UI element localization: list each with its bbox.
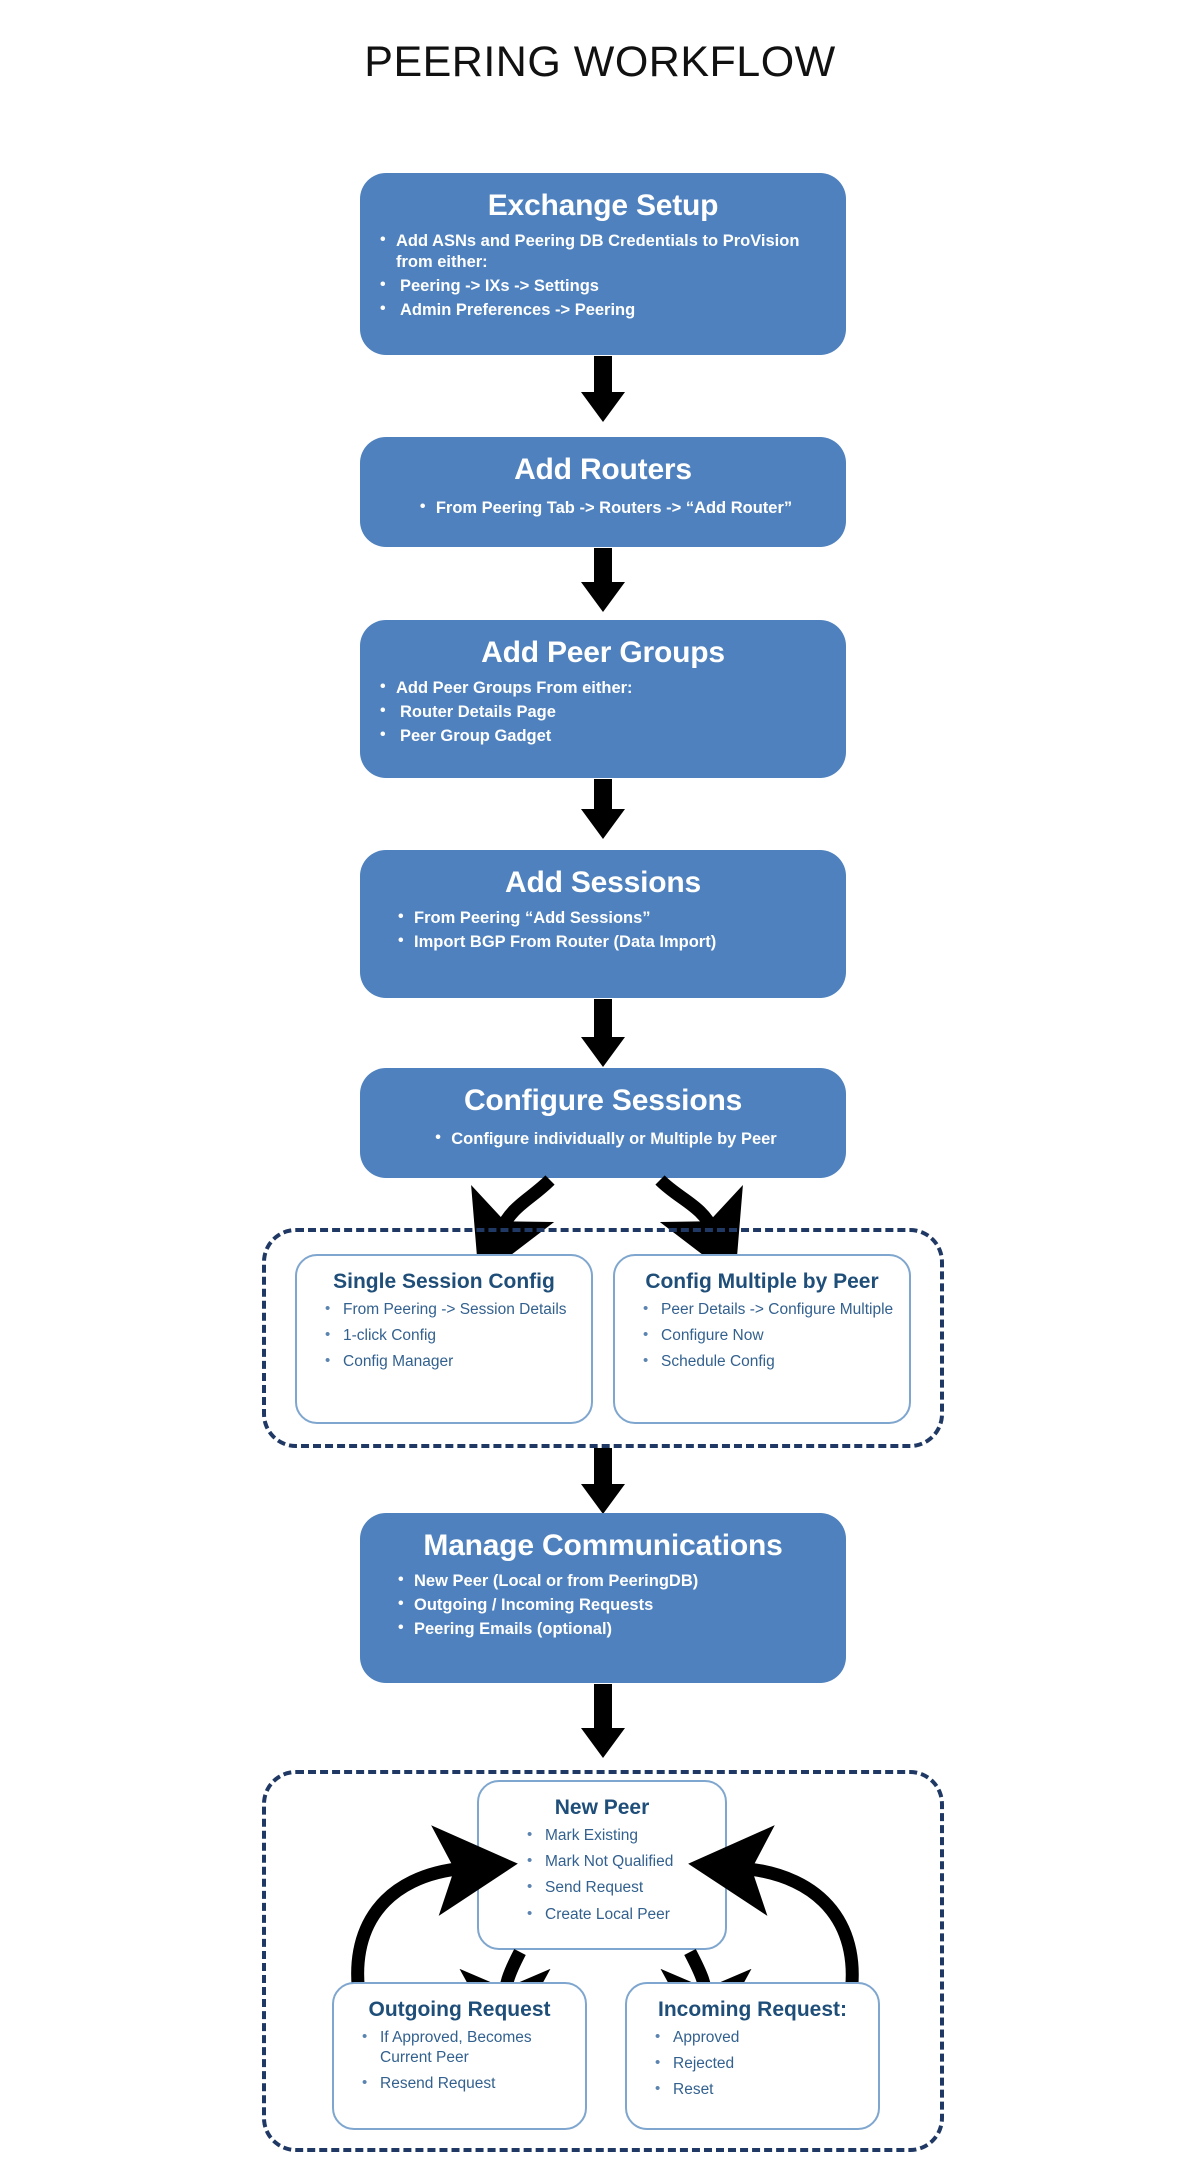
bullet-item: Peering Emails (optional) bbox=[392, 1618, 832, 1640]
arrow-shaft bbox=[594, 779, 612, 811]
step-title: Add Sessions bbox=[505, 866, 701, 899]
step-title: Add Routers bbox=[514, 453, 692, 486]
bullet-item: Resend Request bbox=[360, 2073, 573, 2094]
step-title: Configure Sessions bbox=[463, 1084, 743, 1117]
step-bullet-list: Add Peer Groups From either: bbox=[374, 677, 832, 699]
subbox-bullet-list: Mark Existing Mark Not Qualified Send Re… bbox=[491, 1825, 713, 1925]
bullet-item: New Peer (Local or from PeeringDB) bbox=[392, 1570, 832, 1592]
bullet-item: Schedule Config bbox=[641, 1351, 897, 1372]
subbox-bullet-list: From Peering -> Session Details 1-click … bbox=[309, 1299, 579, 1372]
step-subbullet-list: Peering -> IXs -> Settings Admin Prefere… bbox=[374, 275, 832, 321]
bullet-item: Peer Details -> Configure Multiple bbox=[641, 1299, 897, 1320]
step-box-add-routers[interactable]: Add Routers From Peering Tab -> Routers … bbox=[360, 437, 846, 547]
arrow-shaft bbox=[594, 1448, 612, 1486]
step-box-add-peer-groups[interactable]: Add Peer Groups Add Peer Groups From eit… bbox=[360, 620, 846, 778]
subbox-title: Outgoing Request bbox=[368, 1998, 551, 2021]
subbox-bullet-list: If Approved, Becomes Current Peer Resend… bbox=[346, 2027, 573, 2094]
step-bullet-list: From Peering “Add Sessions” Import BGP F… bbox=[392, 907, 832, 953]
bullet-item: Rejected bbox=[653, 2053, 866, 2074]
bullet-item: Outgoing / Incoming Requests bbox=[392, 1594, 832, 1616]
bullet-item: Mark Existing bbox=[525, 1825, 713, 1846]
step-title: Manage Communications bbox=[423, 1529, 783, 1562]
arrow-shaft bbox=[594, 356, 612, 394]
step-box-manage-communications[interactable]: Manage Communications New Peer (Local or… bbox=[360, 1513, 846, 1683]
bullet-item: Admin Preferences -> Peering bbox=[374, 299, 832, 321]
subbox-title: New Peer bbox=[554, 1796, 650, 1819]
step-subbullet-list: Router Details Page Peer Group Gadget bbox=[374, 701, 832, 747]
dashed-group-config-options bbox=[262, 1228, 944, 1448]
bullet-item: Add Peer Groups From either: bbox=[374, 677, 832, 699]
arrow-head bbox=[581, 392, 625, 422]
subbox-title: Config Multiple by Peer bbox=[645, 1270, 879, 1293]
step-title: Exchange Setup bbox=[487, 189, 719, 222]
subbox-bullet-list: Approved Rejected Reset bbox=[639, 2027, 866, 2100]
bullet-item: Peering -> IXs -> Settings bbox=[374, 275, 832, 297]
subbox-bullet-list: Peer Details -> Configure Multiple Confi… bbox=[627, 1299, 897, 1372]
subbox-config-multiple-by-peer[interactable]: Config Multiple by Peer Peer Details -> … bbox=[613, 1254, 911, 1424]
bullet-item: From Peering -> Session Details bbox=[323, 1299, 579, 1320]
step-bullet-list: From Peering Tab -> Routers -> “Add Rout… bbox=[414, 495, 792, 522]
step-bullet-list: New Peer (Local or from PeeringDB) Outgo… bbox=[392, 1570, 832, 1640]
bullet-item: Router Details Page bbox=[374, 701, 832, 723]
subbox-title: Incoming Request: bbox=[657, 1998, 847, 2021]
page-title: PEERING WORKFLOW bbox=[364, 38, 836, 86]
arrow-shaft bbox=[594, 548, 612, 584]
bullet-item: Import BGP From Router (Data Import) bbox=[392, 931, 832, 953]
bullet-item: Peer Group Gadget bbox=[374, 725, 832, 747]
subbox-title: Single Session Config bbox=[333, 1270, 555, 1293]
bullet-item: Configure individually or Multiple by Pe… bbox=[429, 1128, 776, 1150]
bullet-item: From Peering Tab -> Routers -> “Add Rout… bbox=[414, 497, 792, 519]
bullet-item: Add ASNs and Peering DB Credentials to P… bbox=[374, 230, 832, 273]
arrow-head bbox=[581, 1728, 625, 1758]
bullet-item: Send Request bbox=[525, 1877, 713, 1898]
bullet-item: Create Local Peer bbox=[525, 1904, 713, 1925]
curved-arrow-to-config-multiple bbox=[655, 1175, 743, 1280]
subbox-incoming-request[interactable]: Incoming Request: Approved Rejected Rese… bbox=[625, 1982, 880, 2130]
arrow-head bbox=[581, 1484, 625, 1514]
bullet-item: Mark Not Qualified bbox=[525, 1851, 713, 1872]
bullet-item: Configure Now bbox=[641, 1325, 897, 1346]
step-bullet-list: Configure individually or Multiple by Pe… bbox=[429, 1126, 776, 1153]
bullet-item: From Peering “Add Sessions” bbox=[392, 907, 832, 929]
bullet-item: Reset bbox=[653, 2079, 866, 2100]
step-box-configure-sessions[interactable]: Configure Sessions Configure individuall… bbox=[360, 1068, 846, 1178]
dashed-group-peer-requests bbox=[262, 1770, 944, 2152]
bullet-item: 1-click Config bbox=[323, 1325, 579, 1346]
arrow-shaft bbox=[594, 999, 612, 1039]
step-bullet-list: Add ASNs and Peering DB Credentials to P… bbox=[374, 230, 832, 273]
curved-arrow-to-single-session bbox=[471, 1175, 555, 1280]
step-box-add-sessions[interactable]: Add Sessions From Peering “Add Sessions”… bbox=[360, 850, 846, 998]
subbox-outgoing-request[interactable]: Outgoing Request If Approved, Becomes Cu… bbox=[332, 1982, 587, 2130]
arrow-head bbox=[581, 809, 625, 839]
bullet-item: Config Manager bbox=[323, 1351, 579, 1372]
subbox-single-session-config[interactable]: Single Session Config From Peering -> Se… bbox=[295, 1254, 593, 1424]
arrow-shaft bbox=[594, 1684, 612, 1730]
arrow-head bbox=[581, 1037, 625, 1067]
subbox-new-peer[interactable]: New Peer Mark Existing Mark Not Qualifie… bbox=[477, 1780, 727, 1950]
bullet-item: If Approved, Becomes Current Peer bbox=[360, 2027, 573, 2068]
step-box-exchange-setup[interactable]: Exchange Setup Add ASNs and Peering DB C… bbox=[360, 173, 846, 355]
bullet-item: Approved bbox=[653, 2027, 866, 2048]
arrow-head bbox=[581, 582, 625, 612]
step-title: Add Peer Groups bbox=[481, 636, 725, 669]
